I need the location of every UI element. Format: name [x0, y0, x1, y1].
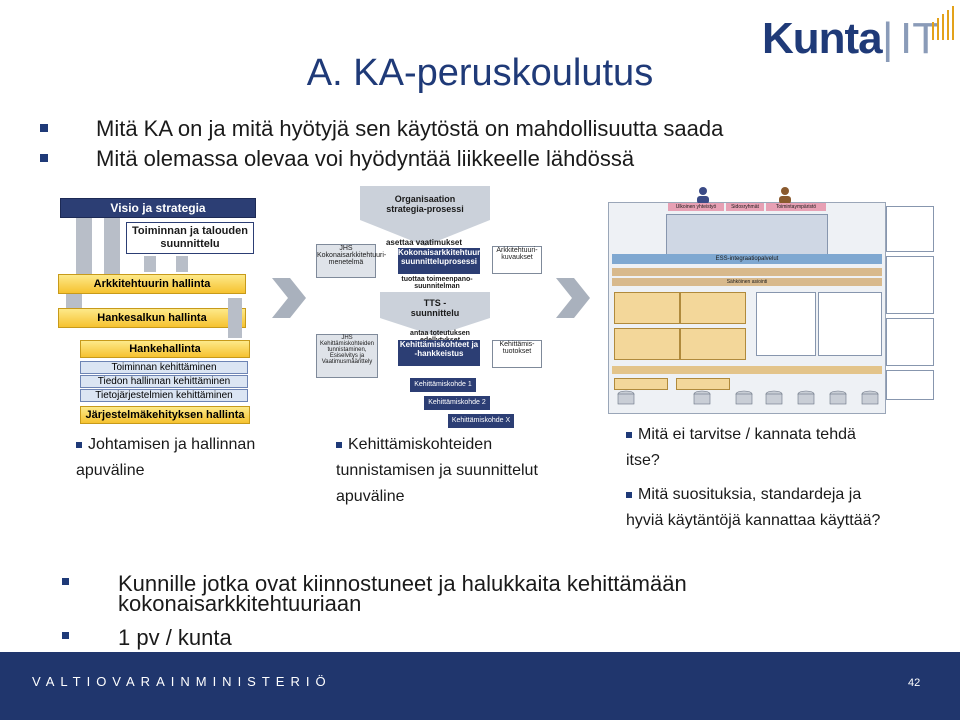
bullet-marker [626, 491, 632, 498]
hankesalku-box: Hankesalkun hallinta [58, 308, 246, 328]
sub-item: Toiminnan kehittäminen [80, 361, 248, 374]
ministry-name: VALTIOVARAINMINISTERIÖ [32, 674, 332, 689]
next-chevron-icon [556, 278, 590, 318]
up-arrow-shape [104, 218, 120, 276]
caption-text: Mitä ei tarvitse / kannata tehdä itse? [626, 426, 856, 469]
bullet-marker [62, 632, 69, 639]
map-cell [818, 292, 882, 356]
bullet-marker [62, 578, 69, 585]
map-band [612, 254, 882, 264]
map-cell [680, 328, 746, 360]
caption-text: Kehittämiskohteiden tunnistamisen ja suu… [336, 436, 538, 505]
arkkitehtuuri-box: Arkkitehtuurin hallinta [58, 274, 246, 294]
map-band [612, 366, 882, 374]
person-icon [697, 187, 709, 204]
strategy-arrow-shape [360, 186, 490, 246]
ess-label: ESS-integraatiopalvelut [715, 256, 779, 262]
bullet-text: 1 pv / kunta [118, 625, 232, 650]
down-arrow-shape [66, 294, 82, 310]
sub-item: Tietojärjestelmien kehittäminen [80, 389, 248, 402]
map-cell [676, 378, 730, 390]
top-tab: Sidosryhmät [726, 203, 764, 211]
caption-text: Johtamisen ja hallinnan apuväline [76, 436, 256, 479]
caption-text: Mitä suosituksia, standardeja ja hyviä k… [626, 486, 881, 529]
map-cell [614, 378, 668, 390]
caption-1: Johtamisen ja hallinnan apuväline [76, 432, 276, 484]
tts-arrow-shape [380, 292, 490, 336]
map-cell [680, 292, 746, 324]
caption-4: Mitä suosituksia, standardeja ja hyviä k… [626, 482, 896, 534]
logo-separator: | [882, 14, 894, 63]
logo-brand: Kunta [762, 14, 883, 63]
kehittamiskohteet-box: Kehittämiskohteet ja -hankkeistus [398, 340, 480, 366]
visio-box: Visio ja strategia [60, 198, 256, 218]
page-number: 42 [908, 677, 921, 689]
bullet-marker [76, 441, 82, 448]
top-tab: Toimintaympäristö [766, 203, 826, 211]
side-panel [886, 318, 934, 366]
map-band [612, 268, 882, 276]
map-cell [614, 292, 680, 324]
side-panel [886, 206, 934, 252]
slide-title: A. KA-peruskoulutus [306, 52, 654, 94]
caption-2: Kehittämiskohteiden tunnistamisen ja suu… [336, 432, 546, 510]
side-panel [886, 256, 934, 314]
kohde-box: Kehittämiskohde 2 [424, 396, 490, 410]
jhs-kehittamis-box: JHS Kehittämiskohteiden tunnistaminen, E… [316, 334, 378, 378]
asettaa-label: asettaa vaatimukset [385, 238, 463, 247]
side-panel [886, 370, 934, 400]
footer-bar [0, 652, 960, 720]
toiminnan-box: Toiminnan ja talouden suunnittelu [126, 222, 254, 254]
tuottaa-label: tuottaa toimeenpano-suunnitelman [401, 276, 473, 290]
jarjestelma-box: Järjestelmäkehityksen hallinta [80, 406, 250, 424]
hankehallinta-box: Hankehallinta [80, 340, 250, 358]
bullet-marker [40, 154, 48, 162]
arkkitehtuurikuvaukset-box: Arkkitehtuuri-kuvaukset [492, 246, 542, 274]
top-tab: Ulkoinen yhteistyö [668, 203, 724, 211]
database-row-icon [617, 390, 879, 405]
asiointi-label: Sähköinen asiointi [726, 279, 768, 285]
map-block [666, 214, 828, 256]
org-process-label: Organisaation strategia-prosessi [386, 194, 464, 214]
bullet-text: Mitä olemassa olevaa voi hyödyntää liikk… [96, 146, 635, 171]
caption-3: Mitä ei tarvitse / kannata tehdä itse? [626, 422, 876, 474]
bullet-text: Kunnille jotka ovat kiinnostuneet ja hal… [118, 571, 687, 616]
map-cell [756, 292, 816, 356]
jhs-ka-box: JHS Kokonaisarkkitehtuuri-menetelmä [316, 244, 386, 278]
bullet-text: Mitä KA on ja mitä hyötyjä sen käytöstä … [96, 116, 724, 141]
small-arrow-shape [176, 256, 188, 272]
down-arrow-shape [76, 218, 92, 276]
bullet-marker [626, 431, 632, 438]
map-band [612, 278, 882, 286]
kohde-box: Kehittämiskohde X [448, 414, 514, 428]
logo-bars-icon [932, 6, 954, 40]
bullet-marker [40, 124, 48, 132]
ka-suunnittelu-box: Kokonaisarkkitehtuurin suunnitteluproses… [398, 248, 487, 274]
person-icon [779, 187, 791, 204]
tts-label: TTS -suunnittelu [410, 298, 460, 318]
kehittamistuotokset-box: Kehittämis-tuotokset [492, 340, 542, 368]
small-arrow-shape [144, 256, 156, 272]
bullet-marker [336, 441, 342, 448]
up-arrow-shape [228, 298, 242, 338]
sub-item: Tiedon hallinnan kehittäminen [80, 375, 248, 388]
map-cell [614, 328, 680, 360]
kohde-box: Kehittämiskohde 1 [410, 378, 476, 392]
next-chevron-icon [272, 278, 306, 318]
